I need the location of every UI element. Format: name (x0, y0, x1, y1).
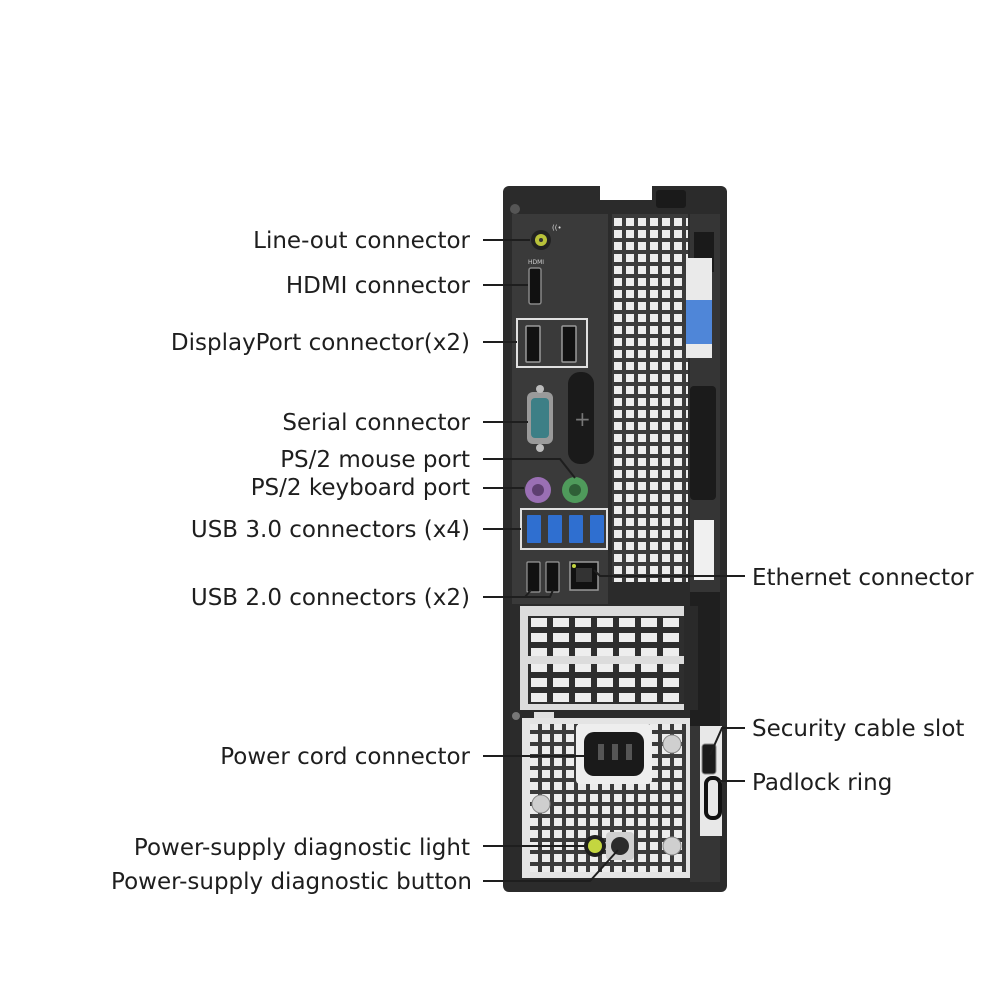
usb2-ports[interactable] (526, 561, 560, 593)
label-usb3-connectors: USB 3.0 connectors (x4) (191, 517, 470, 543)
svg-text:HDMI: HDMI (528, 259, 544, 266)
line-out-port[interactable]: ((• (531, 224, 562, 250)
expansion-blank-plate: + (568, 372, 594, 464)
label-hdmi-connector: HDMI connector (286, 273, 471, 299)
leader-lines (483, 239, 745, 882)
power-cord-socket[interactable] (576, 724, 652, 784)
ps2-keyboard-port[interactable] (525, 477, 551, 503)
label-psu-diagnostic-button: Power-supply diagnostic button (111, 869, 472, 895)
expansion-slot-covers (512, 606, 698, 724)
padlock-ring[interactable] (704, 776, 722, 820)
label-displayport-connector: DisplayPort connector(x2) (171, 330, 470, 356)
label-ps2-mouse-port: PS/2 mouse port (280, 447, 470, 473)
label-line-out-connector: Line-out connector (253, 228, 470, 254)
label-psu-diagnostic-light: Power-supply diagnostic light (134, 835, 470, 861)
label-ethernet-connector: Ethernet connector (752, 565, 974, 591)
usb3-ports[interactable] (520, 508, 608, 550)
label-serial-connector: Serial connector (282, 410, 470, 436)
chassis-latch-blue (686, 300, 712, 344)
label-power-cord-connector: Power cord connector (220, 744, 470, 770)
psu-diagnostic-light (584, 835, 606, 857)
label-padlock-ring: Padlock ring (752, 770, 892, 796)
label-usb2-connectors: USB 2.0 connectors (x2) (191, 585, 470, 611)
hdmi-port[interactable]: HDMI (528, 259, 544, 305)
serial-port[interactable] (527, 385, 553, 452)
chassis-vent-grill (612, 214, 688, 582)
svg-text:((•: ((• (552, 224, 562, 232)
psu-diagnostic-button[interactable] (606, 832, 634, 860)
svg-text:+: + (574, 407, 591, 431)
label-security-cable-slot: Security cable slot (752, 716, 964, 742)
label-ps2-keyboard-port: PS/2 keyboard port (251, 475, 470, 501)
ps2-mouse-port[interactable] (562, 477, 588, 503)
displayport-ports[interactable] (516, 318, 588, 368)
ethernet-port[interactable] (569, 561, 599, 591)
